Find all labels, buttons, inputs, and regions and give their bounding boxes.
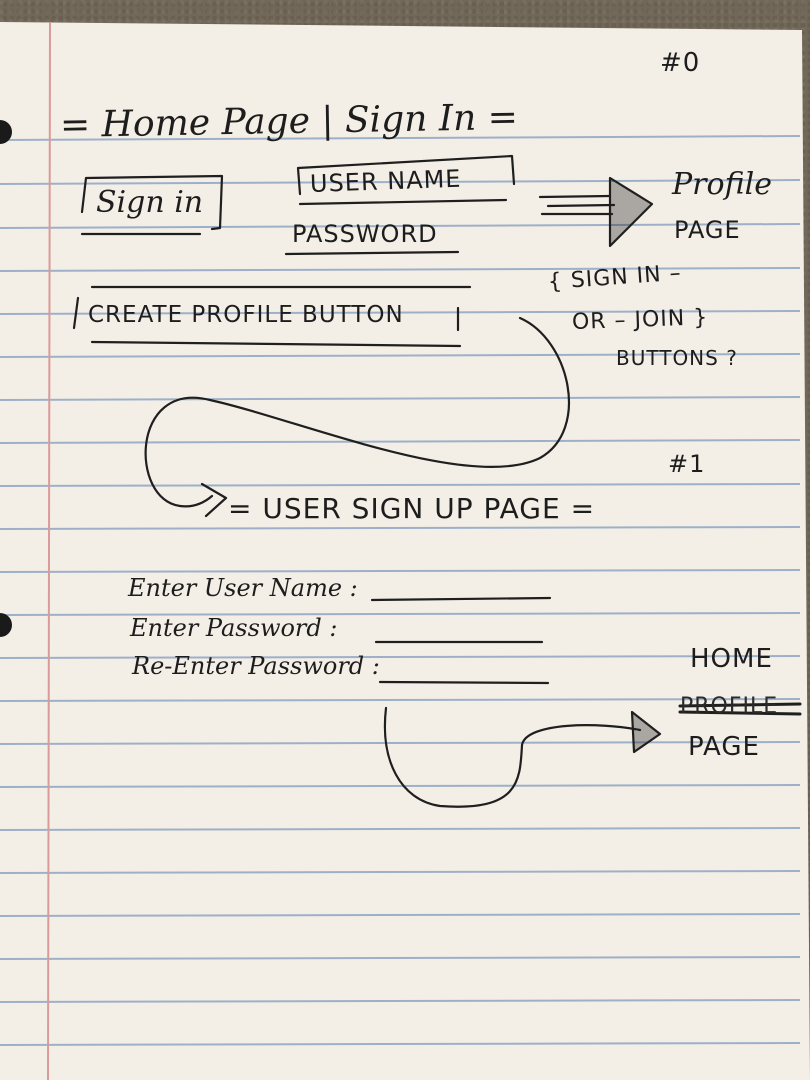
arrow-shaft-1 — [538, 194, 612, 199]
page-number-0: #0 — [660, 48, 701, 78]
home-arrow-head — [630, 710, 662, 754]
sign-in-box-outline — [80, 174, 224, 231]
create-profile-button-label: CREATE PROFILE BUTTON — [88, 302, 404, 328]
binder-hole — [0, 613, 12, 637]
username-box-outline — [296, 154, 516, 196]
crossed-out-label: PROFILE — [680, 694, 779, 719]
password-field-label: PASSWORD — [292, 220, 438, 248]
username-blank — [370, 596, 552, 602]
ink-drawings — [72, 154, 802, 808]
sign-in-or-join-note-2: OR – JOIN } — [571, 305, 709, 335]
re-enter-password-label: Re-Enter Password : — [132, 652, 380, 680]
home-arrow — [383, 706, 642, 808]
arrow-shaft-2 — [546, 203, 616, 208]
password-underline — [284, 250, 460, 256]
enter-password-label: Enter Password : — [130, 614, 338, 642]
page-number-1: #1 — [668, 450, 706, 478]
signup-title: = USER SIGN UP PAGE = — [228, 492, 596, 525]
loop-arrow — [144, 316, 571, 508]
strikeout — [678, 702, 802, 716]
profile-page-label: Profile — [672, 167, 772, 202]
home-title: = Home Page | Sign In = — [59, 97, 519, 146]
profile-page-label-2: PAGE — [674, 216, 741, 244]
create-profile-bar-left — [72, 296, 80, 330]
username-field-label: USER NAME — [309, 164, 462, 198]
create-profile-underline — [90, 340, 462, 348]
page-label: PAGE — [688, 732, 760, 762]
username-underline — [298, 198, 508, 206]
sign-in-or-join-note-3: BUTTONS ? — [616, 346, 738, 370]
binder-hole — [0, 120, 12, 144]
reenter-blank — [378, 680, 550, 685]
arrow-head — [608, 176, 654, 248]
margin-line — [47, 21, 51, 1080]
ruled-lines — [0, 135, 801, 1046]
sign-in-box-label: Sign in — [96, 185, 204, 220]
enter-user-name-label: Enter User Name : — [128, 574, 358, 602]
home-label: HOME — [690, 644, 773, 674]
loop-arrow-head — [200, 482, 228, 518]
